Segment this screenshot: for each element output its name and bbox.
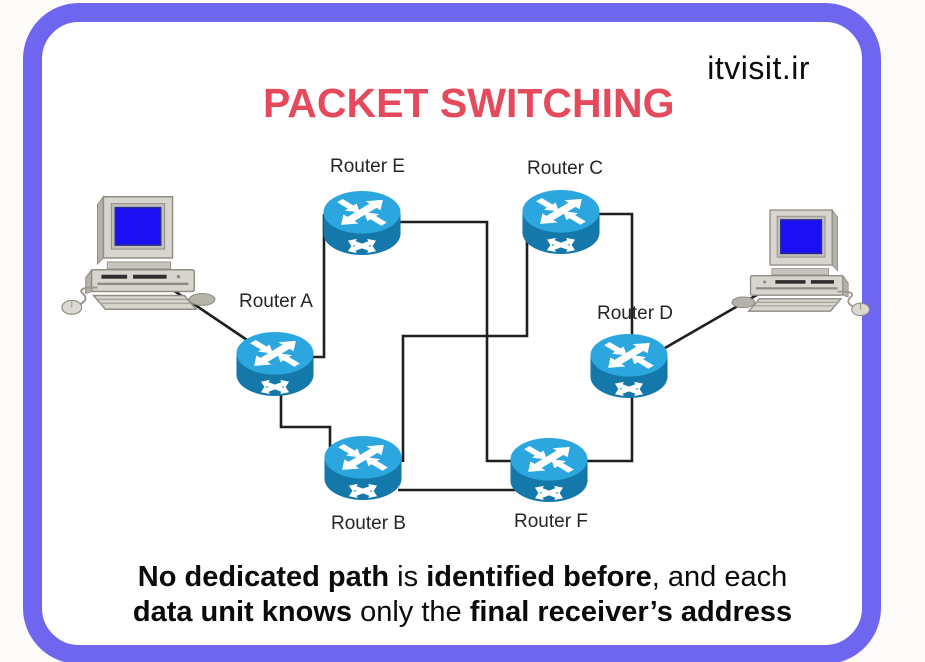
router-f	[508, 432, 590, 508]
computer-icon	[60, 195, 216, 316]
router-icon	[588, 328, 670, 404]
caption-segment: No dedicated path	[137, 561, 390, 593]
slide-border	[23, 3, 881, 662]
computer-right	[731, 204, 873, 319]
router-c-label: Router C	[527, 158, 604, 179]
caption-line-1: No dedicated path is identified before, …	[0, 560, 925, 595]
router-icon	[234, 326, 316, 402]
router-b-label: Router B	[331, 513, 406, 534]
caption-segment: data unit knows	[132, 596, 353, 628]
watermark: itvisit.ir	[707, 50, 810, 86]
router-a-label: Router A	[239, 291, 313, 312]
link-router-a-router-b	[279, 394, 332, 452]
router-f-label: Router F	[514, 511, 588, 532]
computer-icon	[731, 209, 871, 317]
router-c	[520, 184, 602, 260]
caption-segment: , and each	[651, 561, 788, 593]
router-icon	[322, 430, 404, 506]
link-router-e-router-f	[400, 220, 522, 463]
page-title: PACKET SWITCHING	[263, 80, 675, 126]
caption-segment: final receiver’s address	[469, 596, 793, 628]
link-router-f-router-d	[584, 388, 634, 463]
link-router-c-router-b	[401, 238, 529, 462]
caption: No dedicated path is identified before, …	[0, 560, 925, 630]
link-router-c-router-d	[594, 212, 634, 348]
caption-segment: is	[389, 561, 427, 593]
caption-segment: only the	[352, 596, 470, 628]
router-a	[234, 326, 316, 402]
caption-line-2: data unit knows only the final receiver’…	[0, 595, 925, 630]
router-e	[321, 185, 403, 261]
router-icon	[321, 185, 403, 261]
router-d	[588, 328, 670, 404]
router-b	[322, 430, 404, 506]
router-e-label: Router E	[330, 156, 405, 177]
router-icon	[520, 184, 602, 260]
router-icon	[508, 432, 590, 508]
computer-left	[58, 190, 216, 318]
caption-segment: identified before	[426, 561, 652, 593]
router-d-label: Router D	[597, 303, 674, 324]
